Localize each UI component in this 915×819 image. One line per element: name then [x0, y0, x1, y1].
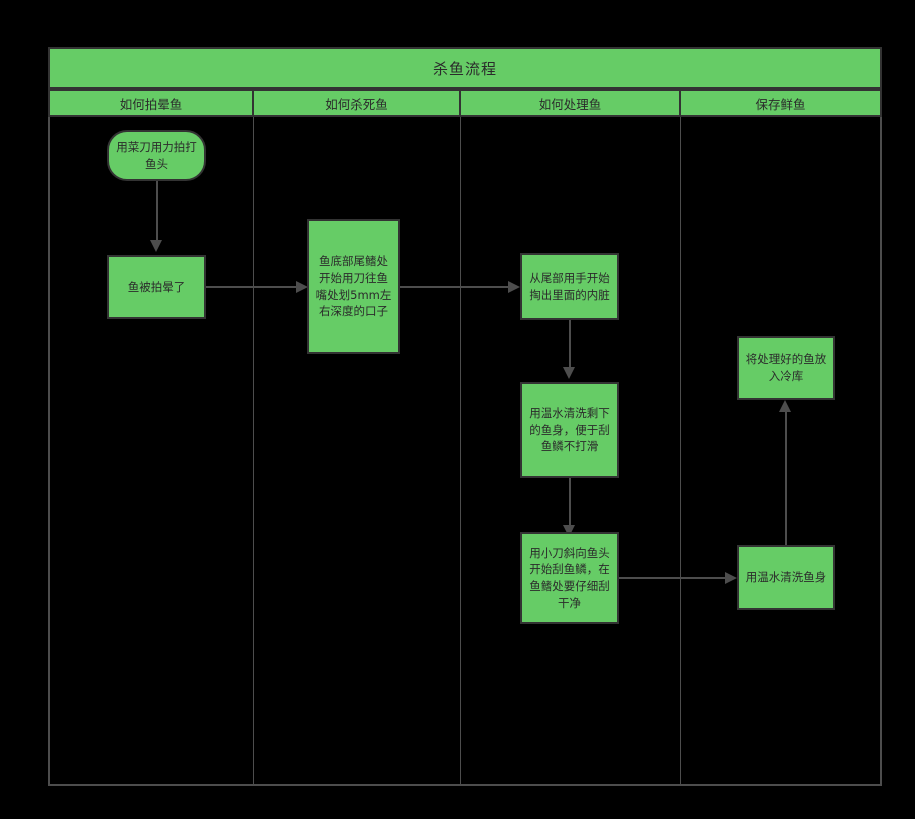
node-pat-fish-head[interactable]: 用菜刀用力拍打鱼头 [107, 130, 206, 181]
lane-header-3: 如何处理鱼 [460, 89, 680, 117]
node-scrape-scales[interactable]: 用小刀斜向鱼头开始刮鱼鳞，在鱼鳍处要仔细刮干净 [520, 532, 619, 624]
edge-n7-n8-line [785, 412, 787, 545]
node-store-cold-text: 将处理好的鱼放入冷库 [745, 352, 827, 383]
node-scrape-scales-text: 用小刀斜向鱼头开始刮鱼鳞，在鱼鳍处要仔细刮干净 [529, 545, 610, 610]
edge-n5-n6-line [569, 478, 571, 528]
node-warm-water-wash[interactable]: 用温水清洗鱼身 [737, 545, 835, 610]
node-warm-water-wash-text: 用温水清洗鱼身 [745, 570, 827, 585]
edge-n2-n3-line [206, 286, 300, 288]
lane-header-3-label: 如何处理鱼 [538, 96, 602, 112]
edge-n1-n2-line [156, 181, 158, 243]
lane-header-4: 保存鲜鱼 [680, 89, 882, 117]
edge-n7-n8-arrowhead [779, 400, 791, 412]
lane-header-1-label: 如何拍晕鱼 [119, 96, 183, 112]
lane-divider-1 [253, 117, 254, 786]
edge-n3-n4-line [400, 286, 512, 288]
lane-header-2: 如何杀死鱼 [253, 89, 460, 117]
lane-divider-2 [460, 117, 461, 786]
lane-header-4-label: 保存鲜鱼 [755, 96, 806, 112]
lane-header-row: 如何拍晕鱼 如何杀死鱼 如何处理鱼 保存鲜鱼 [48, 89, 882, 117]
edge-n4-n5-arrowhead [563, 367, 575, 379]
node-cut-slit-text: 鱼底部尾鳍处开始用刀往鱼嘴处划5mm左右深度的口子 [315, 254, 392, 319]
diagram-title-bar: 杀鱼流程 [48, 47, 882, 89]
edge-n3-n4-arrowhead [508, 281, 520, 293]
edge-n6-n7-line [619, 577, 729, 579]
edge-n6-n7-arrowhead [725, 572, 737, 584]
node-fish-stunned[interactable]: 鱼被拍晕了 [107, 255, 206, 319]
edge-n4-n5-line [569, 320, 571, 370]
edge-n1-n2-arrowhead [150, 240, 162, 252]
node-store-cold[interactable]: 将处理好的鱼放入冷库 [737, 336, 835, 400]
node-pat-fish-head-text: 用菜刀用力拍打鱼头 [116, 139, 197, 171]
node-remove-organs-text: 从尾部用手开始掏出里面的内脏 [529, 270, 610, 302]
diagram-title: 杀鱼流程 [432, 59, 497, 78]
edge-n2-n3-arrowhead [296, 281, 308, 293]
lane-header-1: 如何拍晕鱼 [48, 89, 253, 117]
node-remove-organs[interactable]: 从尾部用手开始掏出里面的内脏 [520, 253, 619, 320]
node-fish-stunned-text: 鱼被拍晕了 [127, 279, 186, 294]
node-rinse-body[interactable]: 用温水清洗剩下的鱼身，便于刮鱼鳞不打滑 [520, 382, 619, 478]
node-cut-slit[interactable]: 鱼底部尾鳍处开始用刀往鱼嘴处划5mm左右深度的口子 [307, 219, 400, 354]
node-rinse-body-text: 用温水清洗剩下的鱼身，便于刮鱼鳞不打滑 [529, 405, 610, 454]
lane-divider-3 [680, 117, 681, 786]
lane-header-2-label: 如何杀死鱼 [325, 96, 388, 112]
